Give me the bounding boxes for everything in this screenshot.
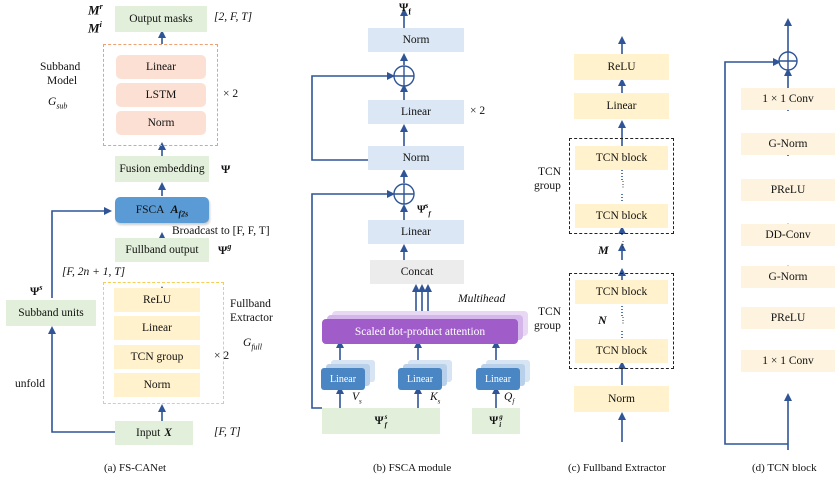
fb-tcn-group-box: TCN group	[114, 345, 200, 369]
linear-k-box: Linear	[398, 368, 442, 390]
c-relu-box: ReLU	[574, 54, 669, 80]
c-dots-mid: ⋮	[619, 240, 627, 249]
tcn-group-region-2	[569, 273, 674, 369]
subband-model-label-2: Model	[47, 75, 78, 87]
tcn-group-label-1b: group	[534, 180, 561, 192]
d-gnorm-top: G-Norm	[741, 133, 835, 155]
g-sub-symbol: Gsub	[48, 96, 68, 111]
fb-norm-box: Norm	[114, 373, 200, 397]
d-gnorm-bot: G-Norm	[741, 266, 835, 288]
b-norm-top: Norm	[368, 28, 464, 52]
d-prelu-bot: PReLU	[741, 307, 835, 329]
tcn-group-label-2a: TCN	[538, 306, 561, 318]
fullband-extractor-label-2: Extractor	[230, 312, 273, 324]
unfold-label: unfold	[15, 378, 46, 390]
g-full-symbol: Gfull	[243, 337, 262, 352]
v-s-symbol: Vs	[352, 391, 362, 406]
caption-a: (a) FS-CANet	[104, 462, 167, 474]
fb-linear-box: Linear	[114, 316, 200, 340]
d-ddconv: DD-Conv	[741, 224, 835, 246]
tcn-group-label-2b: group	[534, 320, 561, 332]
d-conv-bot: 1 × 1 Conv	[741, 350, 835, 372]
psi-f-output: Ψf	[399, 0, 412, 17]
c-norm-box: Norm	[574, 386, 669, 412]
d-prelu-top: PReLU	[741, 179, 835, 201]
d-conv-top: 1 × 1 Conv	[741, 88, 835, 110]
input-dim: [F, T]	[214, 426, 241, 438]
c-tcn-block-4: TCN block	[575, 339, 668, 363]
mask-real-symbol: Mr	[88, 2, 103, 18]
c-tcn-block-2: TCN block	[575, 204, 668, 228]
fullband-symbol: Ψg	[218, 242, 232, 257]
output-dim: [2, F, T]	[214, 11, 253, 23]
caption-c: (c) Fullband Extractor	[568, 462, 666, 474]
tcn-group-label-1a: TCN	[538, 166, 561, 178]
fb-relu-box: ReLU	[114, 288, 200, 312]
sub-norm-box: Norm	[116, 111, 206, 135]
subband-model-region	[103, 44, 218, 146]
c-dots-2: ⋮	[619, 316, 627, 325]
m-symbol: M	[598, 243, 609, 257]
linear-q-box: Linear	[476, 368, 520, 390]
fullband-extractor-region	[103, 282, 224, 404]
fullband-extractor-label-1: Fullband	[230, 298, 271, 310]
multihead-label: Multihead	[458, 293, 506, 305]
psi-s-symbol: Ψs	[30, 283, 43, 298]
dim-2n-label: [F, 2n + 1, T]	[62, 266, 126, 278]
concat-box: Concat	[370, 260, 464, 284]
subband-model-label-1: Subband	[40, 61, 81, 73]
sub-linear-box: Linear	[116, 55, 206, 79]
b-norm-mid: Norm	[368, 146, 464, 170]
c-tcn-block-1: TCN block	[575, 146, 668, 170]
caption-d: (d) TCN block	[752, 462, 817, 474]
linear-v-box: Linear	[321, 368, 365, 390]
attention-box: Scaled dot-product attention	[322, 319, 518, 344]
caption-b: (b) FSCA module	[373, 462, 452, 474]
b-linear-low: Linear	[368, 220, 464, 244]
fb-repeat: × 2	[214, 350, 230, 362]
psi-hat-symbol: Ψ̂sf	[417, 202, 431, 218]
k-s-symbol: Ks	[430, 391, 441, 406]
fusion-symbol: Ψ	[221, 162, 231, 176]
b-repeat: × 2	[470, 105, 486, 117]
sub-lstm-box: LSTM	[116, 83, 206, 107]
b-linear-mid: Linear	[368, 100, 464, 124]
c-dots-1: ⋮	[619, 180, 627, 189]
output-masks-box: Output masks	[115, 6, 207, 32]
c-linear-box: Linear	[574, 93, 669, 119]
sub-repeat: × 2	[223, 88, 239, 100]
fullband-output-box: Fullband output	[115, 238, 209, 262]
c-tcn-block-3: TCN block	[575, 280, 668, 304]
n-symbol: N	[598, 313, 607, 327]
subband-units-box: Subband units	[6, 300, 96, 326]
q-f-symbol: Qf	[504, 391, 515, 406]
output-masks-label: Output masks	[129, 13, 193, 25]
mask-imag-symbol: Mi	[88, 20, 102, 36]
fusion-embedding-box: Fusion embedding	[115, 156, 209, 182]
tcn-group-region-1	[569, 138, 674, 234]
broadcast-label: Broadcast to [F, F, T]	[172, 225, 270, 237]
